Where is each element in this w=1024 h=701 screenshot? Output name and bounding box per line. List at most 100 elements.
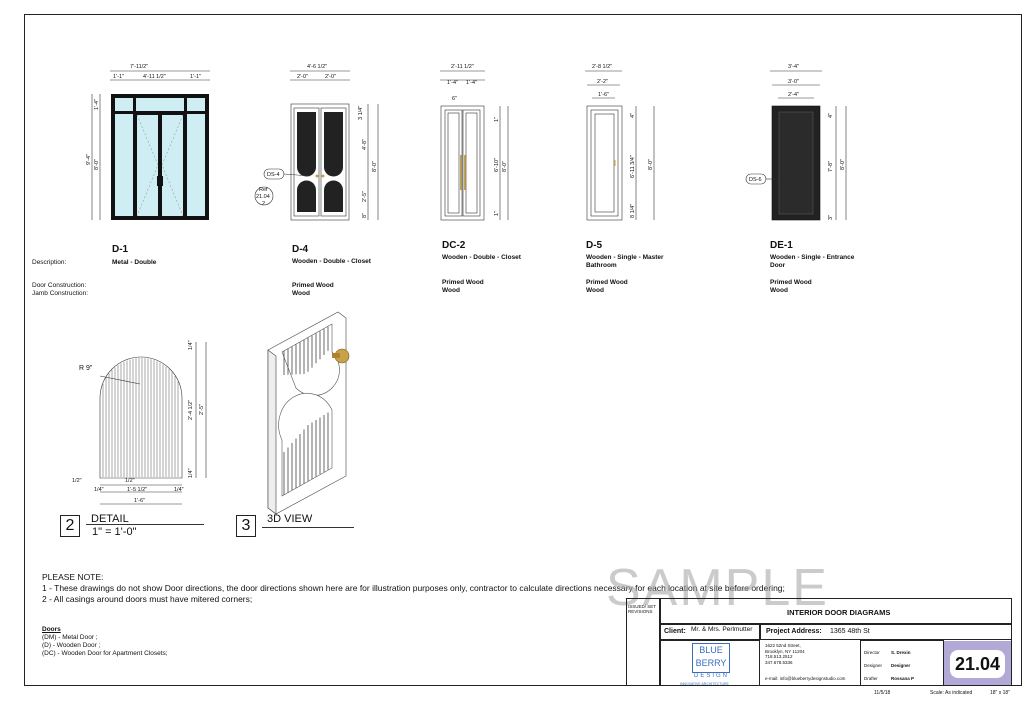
view3d-number: 3 [236, 515, 256, 537]
d4-dim-right: 2'-0" [325, 74, 336, 80]
legend-item-dm: (DM) - Metal Door ; [42, 634, 98, 641]
sheet-number: 21.04 [950, 650, 1005, 678]
d4-dim-top: 3 1/4" [358, 106, 364, 120]
d4-ref-num: 21.04 [256, 194, 270, 200]
detail-title: DETAIL [91, 513, 129, 525]
view3d-rule [262, 527, 354, 528]
door-code-d1: D-1 [112, 244, 129, 255]
tb-paper: 18" x 18" [990, 690, 1010, 696]
de1-dim-height: 8'-0" [840, 159, 846, 170]
detail-number: 2 [60, 515, 80, 537]
tb-staff-cell [860, 640, 944, 686]
drawing-sheet [24, 14, 1022, 686]
d5-dim-overall: 2'-8 1/2" [592, 64, 612, 70]
tb-drafter-label: Drafter [864, 676, 878, 681]
notes-heading: PLEASE NOTE: [42, 572, 104, 582]
tb-project-label: Project Address: [766, 628, 822, 635]
door-code-dc2: DC-2 [442, 240, 466, 251]
detail-dim-bl: 1/4" [94, 487, 104, 493]
legend-title: Doors [42, 626, 61, 633]
d1-dim-center: 4'-11 1/2" [143, 74, 166, 80]
label-door-construction: Door Construction: [32, 282, 87, 289]
door-d5-elevation: 2'-8 1/2" 2'-2" 1'-6" 4" 6'-11 3/4" 8'-0… [585, 64, 655, 221]
de1-dim-overall: 3'-4" [788, 64, 799, 70]
sample-watermark: SAMPLE [606, 559, 829, 617]
d1-dim-height-door: 8'-0" [94, 159, 100, 170]
door-code-de1: DE-1 [770, 240, 793, 251]
door-dc2-elevation: 2'-11 1/2" 1'-4" 1'-4" 6" 1" 6'-10" 8'-0… [440, 64, 509, 221]
tb-address: 1622 52nd Street, Brooklyn, NY 11204 718… [765, 643, 805, 666]
d4-ref-label: Ref [259, 187, 268, 193]
d4-dim-lower: 2'-5" [362, 191, 368, 202]
de1-dim-inner: 2'-4" [788, 92, 799, 98]
dc2-dim-top: 1" [494, 117, 500, 122]
dc2-dim-mid: 6'-10" [494, 158, 500, 172]
detail-dim-mid: 2'-4 1/2" [188, 400, 194, 420]
tb-sheet-title: INTERIOR DOOR DIAGRAMS [787, 608, 891, 617]
address-line-3: 718.513.2512 [765, 654, 793, 660]
d1-dim-overall: 7'-11/2" [130, 64, 148, 70]
logo-line1: BLUE [699, 645, 723, 655]
door-desc-dc2: Wooden - Double - Closet [442, 254, 521, 261]
d4-tag: DS-4 [267, 172, 280, 178]
detail-dim-left-half: 1/2" [72, 478, 82, 484]
detail-arch-panel: R 9" 1/4" 2'-4 1/2" 2'-5" 1/4" 1/2" 1/2"… [72, 340, 207, 505]
notes-line1: 1 - These drawings do not show Door dire… [42, 583, 785, 593]
d1-dim-left: 1'-1" [113, 74, 124, 80]
detail-scale: 1" = 1'-0" [92, 526, 137, 538]
detail-radius: R 9" [79, 365, 93, 372]
de1-dim-panel: 7'-8" [828, 161, 834, 172]
door-3d-view [267, 311, 350, 515]
d5-dim-panel: 6'-11 3/4" [630, 155, 636, 178]
tb-scale: Scale: As indicated [930, 690, 973, 696]
de1-tag: DS-6 [749, 177, 762, 183]
tb-logo-cell [660, 640, 760, 686]
tb-email: e-mail: info@blueberrydesignstudio.com [765, 676, 846, 681]
view3d-title: 3D VIEW [267, 513, 313, 525]
d1-dim-transom: 1'-4" [94, 99, 100, 110]
door-d4-elevation: 4'-6 1/2" 2'-0" 2'-0" 3 1/4" 4'-8" 8'-0"… [254, 64, 379, 221]
dc2-dim-left: 1'-4" [447, 80, 458, 86]
d4-dim-overall: 4'-6 1/2" [307, 64, 327, 70]
d5-dim-height: 8'-0" [648, 159, 654, 170]
legend-item-d: (D) - Wooden Door ; [42, 642, 101, 649]
logo-line3: DESIGN [694, 673, 730, 679]
tb-title-row [660, 598, 1012, 624]
door-desc-d4: Wooden - Double - Closet [292, 258, 371, 265]
tb-director-label: Director [864, 650, 880, 655]
dc2-dim-bottom: 1" [494, 211, 500, 216]
label-jamb-construction: Jamb Construction: [32, 290, 88, 297]
legend-item-dc: (DC) - Wooden Door for Apartment Closets… [42, 650, 168, 657]
d4-dim-upper: 4'-8" [362, 139, 368, 150]
door-const-d5: Primed Wood [586, 279, 628, 286]
tb-director: S. Drexin [891, 650, 911, 655]
tb-client-label: Client: [664, 628, 686, 635]
tb-issued-label: ISSUED/ SET REVISIONS [628, 604, 656, 615]
jamb-const-d4: Wood [292, 290, 310, 297]
dc2-dim-height: 8'-0" [502, 161, 508, 172]
address-line-4: 347.678.5336 [765, 659, 793, 665]
label-description: Description: [32, 259, 67, 266]
d1-dim-right: 1'-1" [190, 74, 201, 80]
logo-line2: BERRY [695, 657, 727, 668]
tb-drafter: Rossana P [891, 676, 915, 681]
door-desc-de1: Wooden - Single - Entrance Door [770, 254, 855, 270]
door-de1-elevation: 3'-4" 3'-0" 2'-4" 4" 7'-8" 8'-0" 3" DS-6 [745, 64, 847, 221]
de1-dim-top: 4" [828, 113, 834, 118]
d5-dim-mid: 2'-2" [597, 79, 608, 85]
d4-ref-sub: 2 [262, 201, 265, 207]
d5-dim-top: 4" [630, 113, 636, 118]
detail-dim-bc: 1'-5 1/2" [127, 487, 147, 493]
jamb-const-de1: Wood [770, 287, 788, 294]
d4-dim-left: 2'-0" [297, 74, 308, 80]
d4-dim-bottom: 8" [362, 213, 368, 218]
tb-project-address: 1365 48th St [830, 628, 870, 635]
detail-rule [86, 524, 204, 525]
tb-designer-label: Designer [864, 663, 883, 668]
dc2-dim-overall: 2'-11 1/2" [451, 64, 474, 70]
door-code-d4: D-4 [292, 244, 309, 255]
detail-dim-width: 1'-6" [134, 498, 145, 504]
dc2-dim-right: 1'-4" [466, 80, 477, 86]
d5-dim-inner: 1'-6" [598, 92, 609, 98]
